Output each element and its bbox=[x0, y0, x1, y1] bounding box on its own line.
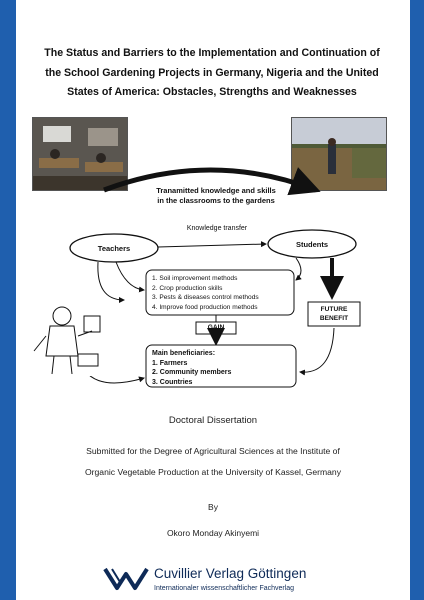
classroom-photo bbox=[32, 117, 128, 191]
future-benefit-line: FUTURE bbox=[320, 306, 348, 313]
beneficiaries-box bbox=[145, 344, 297, 388]
caption-line: Tranamitted knowledge and skills bbox=[156, 186, 276, 195]
cover-edge-left bbox=[0, 0, 16, 600]
gain-label: GAIN bbox=[207, 324, 225, 331]
teacher-cartoon bbox=[32, 296, 102, 376]
title-line: The Status and Barriers to the Implement… bbox=[44, 47, 380, 59]
skills-box bbox=[145, 269, 295, 316]
publisher-subtitle: Internationaler wissenschaftlicher Fachv… bbox=[154, 585, 295, 592]
future-benefit-box bbox=[307, 301, 361, 327]
knowledge-diagram bbox=[32, 167, 361, 388]
book-title: The Status and Barriers to the Implement… bbox=[30, 44, 394, 103]
submitted-line: Organic Vegetable Production at the Univ… bbox=[84, 467, 342, 477]
beneficiaries-list: Main beneficiaries: 1. Farmers 2. Commun… bbox=[152, 349, 292, 387]
publisher-name: Cuvillier Verlag Göttingen bbox=[154, 566, 307, 581]
skills-item: 3. Pests & diseases control methods bbox=[152, 294, 259, 301]
skills-item: 4. Improve food production methods bbox=[152, 303, 258, 311]
transmitted-caption: Tranamitted knowledge and skills in the … bbox=[146, 186, 286, 206]
title-line: the School Gardening Projects in Germany… bbox=[45, 66, 379, 79]
skills-list: 1. Soil improvement methods 2. Crop prod… bbox=[152, 274, 292, 312]
garden-photo bbox=[291, 117, 387, 191]
caption-line: in the classrooms to the gardens bbox=[157, 196, 275, 205]
teachers-label: Teachers bbox=[97, 244, 131, 253]
students-node bbox=[267, 229, 357, 259]
students-label: Students bbox=[295, 240, 329, 249]
author-name: Okoro Monday Akinyemi bbox=[166, 528, 260, 538]
teachers-node bbox=[69, 233, 159, 263]
book-cover: The Status and Barriers to the Implement… bbox=[16, 0, 410, 600]
beneficiaries-item: 2. Community members bbox=[152, 369, 232, 376]
beneficiaries-item: 1. Farmers bbox=[152, 359, 188, 367]
submitted-line: Submitted for the Degree of Agricultural… bbox=[86, 446, 340, 456]
beneficiaries-title: Main beneficiaries: bbox=[152, 350, 216, 357]
knowledge-transfer-label: Knowledge transfer bbox=[186, 225, 248, 232]
dissertation-label: Doctoral Dissertation bbox=[168, 415, 258, 426]
skills-item: 2. Crop production skills bbox=[152, 284, 223, 292]
submitted-text: Submitted for the Degree of Agricultural… bbox=[34, 441, 392, 483]
by-label: By bbox=[208, 502, 218, 512]
skills-item: 1. Soil improvement methods bbox=[152, 275, 238, 282]
title-line: States of America: Obstacles, Strengths … bbox=[67, 86, 357, 98]
cover-edge-right bbox=[410, 0, 424, 600]
future-benefit-label: FUTURE BENEFIT bbox=[308, 305, 360, 323]
future-benefit-line: BENEFIT bbox=[319, 315, 349, 322]
beneficiaries-item: 3. Countries bbox=[152, 378, 193, 386]
publisher-logo-icon bbox=[103, 567, 149, 590]
